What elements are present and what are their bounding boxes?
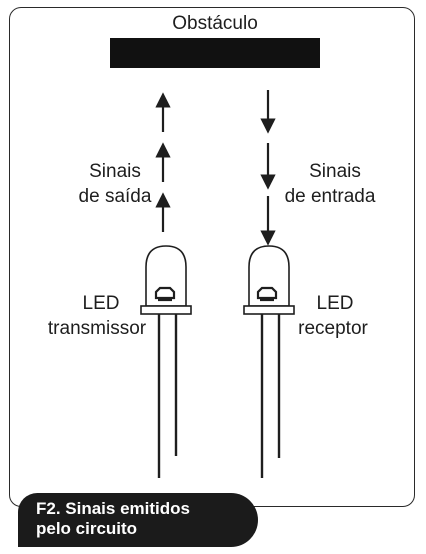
input-signals-label-line2: de entrada: [284, 186, 376, 207]
led-receiver: [243, 245, 295, 478]
caption-line1: F2. Sinais emitidos: [36, 499, 190, 518]
output-signals-label-line1: Sinais: [89, 161, 141, 182]
receiver-label-line2: receptor: [298, 318, 368, 339]
led-receiver-die: [256, 286, 278, 300]
input-signals-label-line1: Sinais: [309, 161, 361, 182]
led-receiver-flange: [243, 305, 295, 315]
receiver-label-line1: LED: [316, 293, 354, 314]
led-transmitter-die: [154, 286, 176, 300]
transmitter-label-line1: LED: [82, 293, 120, 314]
transmitter-label-line2: transmissor: [47, 318, 147, 339]
obstacle-bar: [110, 38, 320, 68]
led-transmitter: [140, 245, 192, 478]
output-signals-label-line2: de saída: [78, 186, 152, 207]
led-transmitter-flange: [140, 305, 192, 315]
figure-caption: F2. Sinais emitidos pelo circuito: [18, 493, 258, 547]
caption-line2: pelo circuito: [36, 519, 138, 538]
obstacle-label: Obstáculo: [172, 13, 258, 34]
